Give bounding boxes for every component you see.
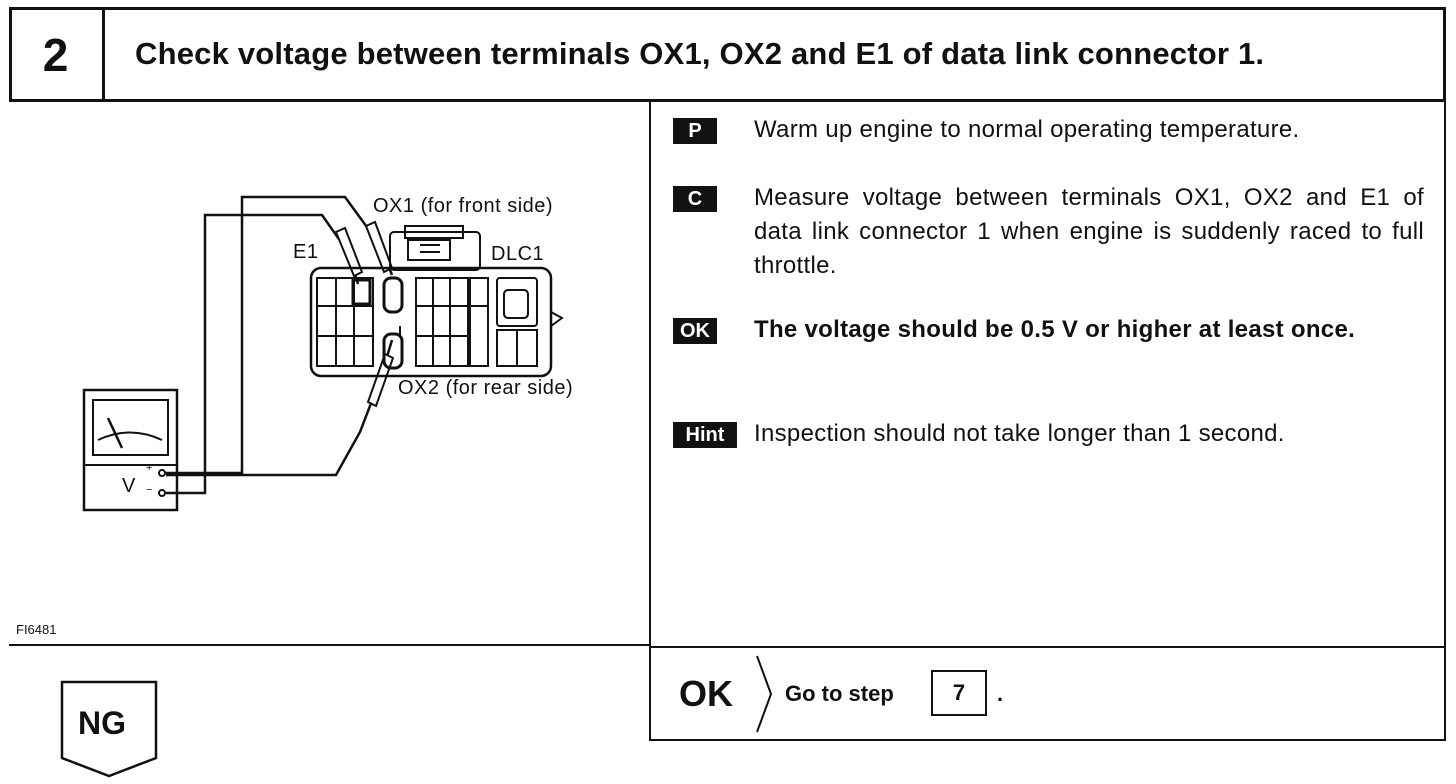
voltmeter-icon bbox=[82, 388, 179, 512]
step-number: 2 bbox=[9, 7, 105, 102]
wire-e1 bbox=[166, 213, 360, 495]
badge-hint: Hint bbox=[673, 422, 737, 448]
label-ox2: OX2 (for rear side) bbox=[398, 377, 574, 399]
result-bottom-border bbox=[649, 739, 1446, 741]
chevron-right-icon bbox=[756, 655, 773, 733]
goto-period: . bbox=[997, 681, 1004, 706]
ok-result-label: OK bbox=[679, 673, 733, 714]
probe-ox2-icon bbox=[366, 352, 395, 408]
label-e1: E1 bbox=[293, 241, 319, 263]
label-dlc1: DLC1 bbox=[491, 243, 545, 265]
page-title: Check voltage between terminals OX1, OX2… bbox=[135, 36, 1265, 71]
figure-id: FI6481 bbox=[16, 622, 57, 637]
header-box bbox=[9, 7, 1446, 102]
ng-tab-icon bbox=[60, 680, 158, 778]
step-reference-box[interactable]: 7 bbox=[931, 670, 987, 716]
meter-minus-label: − bbox=[146, 484, 153, 496]
instruction-ok-text: The voltage should be 0.5 V or higher at… bbox=[754, 316, 1356, 343]
meter-plus-label: + bbox=[146, 462, 153, 474]
wiring-diagram bbox=[82, 195, 564, 512]
goto-step-text: Go to step bbox=[785, 681, 894, 706]
column-divider bbox=[649, 100, 651, 741]
label-ox1: OX1 (for front side) bbox=[373, 195, 554, 217]
meter-v-label: V bbox=[122, 475, 136, 497]
probe-ox1-icon bbox=[364, 220, 394, 274]
step-reference-number: 7 bbox=[952, 680, 966, 705]
badge-ok: OK bbox=[673, 318, 717, 344]
dlc1-connector-icon bbox=[309, 225, 564, 378]
instruction-c-text: Measure voltage between terminals OX1, O… bbox=[754, 184, 1424, 279]
right-border bbox=[1444, 100, 1446, 741]
wire-ox2 bbox=[166, 339, 394, 477]
badge-p: P bbox=[673, 118, 717, 144]
diagram-bottom-border bbox=[9, 644, 650, 646]
instruction-p-text: Warm up engine to normal operating tempe… bbox=[754, 116, 1300, 143]
result-top-border bbox=[649, 646, 1446, 648]
badge-c: C bbox=[673, 186, 717, 212]
ng-result-label: NG bbox=[78, 705, 126, 741]
probe-e1-icon bbox=[334, 226, 364, 278]
instruction-hint-text: Inspection should not take longer than 1… bbox=[754, 420, 1285, 447]
